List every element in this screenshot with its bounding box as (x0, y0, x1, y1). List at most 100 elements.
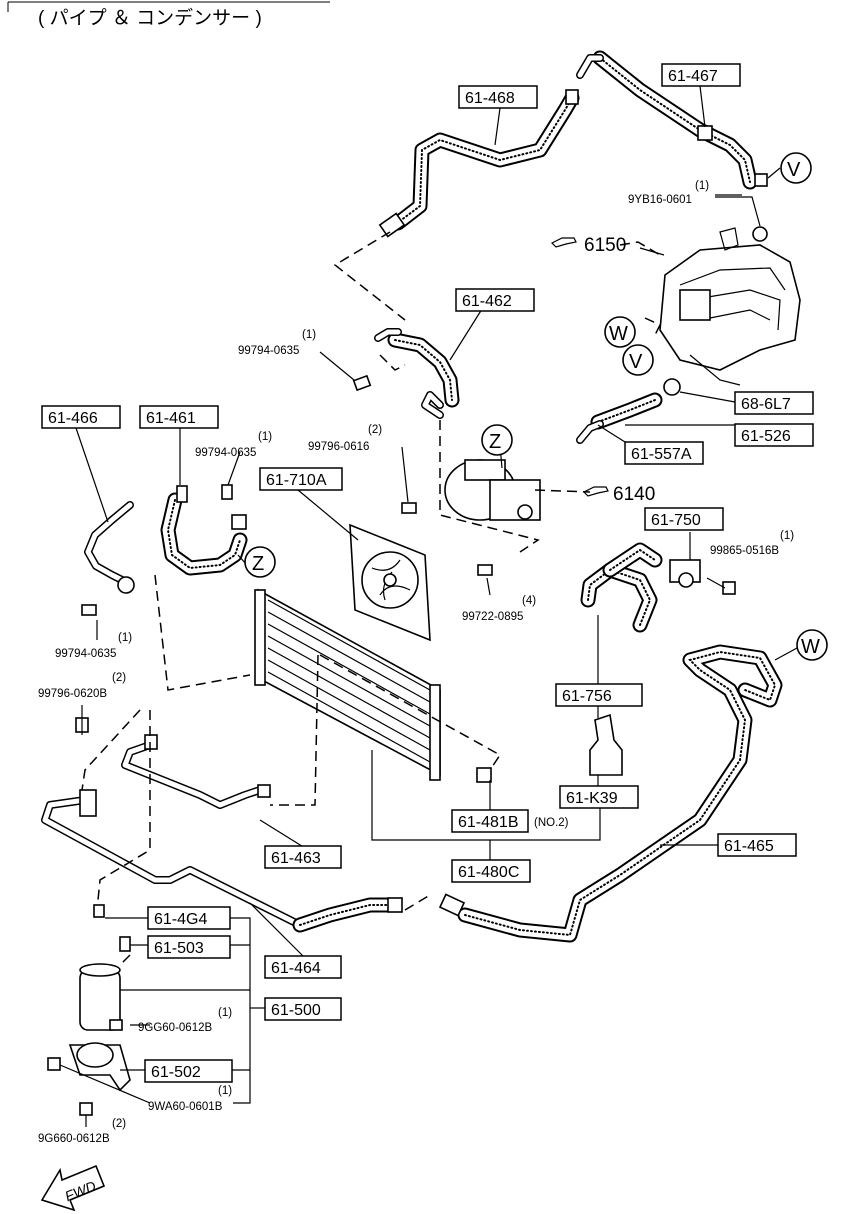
label-61-462: 61-462 (455, 288, 535, 312)
ref-6140: 6140 (582, 484, 655, 505)
label-61-710A-text: 61-710A (266, 472, 327, 489)
label-61-750: 61-750 (644, 507, 724, 531)
label-61-467: 61-467 (661, 63, 741, 87)
bolt-9WA60-0601B: (1) 9WA60-0601B (148, 1085, 232, 1113)
bolt-9WA60-code: 9WA60-0601B (148, 1101, 223, 1113)
bolt-99794-b-qty: (1) (258, 431, 272, 443)
label-61-463: 61-463 (264, 845, 342, 869)
hose-61-557A (576, 392, 663, 444)
fan-61-710A (349, 523, 431, 642)
label-61-461-text: 61-461 (146, 410, 196, 427)
pressure-switch-61-750 (669, 559, 701, 588)
compressor-6140 (444, 459, 541, 521)
bolt-9GG60-code: 9GG60-0612B (138, 1022, 212, 1034)
label-61-461: 61-461 (139, 405, 219, 429)
bolt-99865-0516B: (1) 99865-0516B (710, 530, 794, 557)
hose-61-756 (580, 542, 663, 633)
label-61-466-text: 61-466 (48, 410, 98, 427)
label-61-466: 61-466 (41, 405, 121, 429)
bolt-99794-c-qty: (1) (118, 632, 132, 644)
label-61-468: 61-468 (458, 85, 538, 109)
label-61-756-text: 61-756 (562, 688, 612, 705)
label-61-K39: 61-K39 (559, 785, 639, 809)
bolts (47, 374, 736, 1116)
marker-v-evap-text: V (629, 351, 643, 373)
bolt-9WA60-qty: (1) (218, 1085, 232, 1097)
marker-v-top: V (780, 152, 812, 184)
ref-6140-text: 6140 (613, 484, 655, 505)
marker-v-top-text: V (787, 159, 801, 181)
label-61-557A: 61-557A (624, 441, 704, 465)
bolt-99794-0635-b: (1) 99794-0635 (195, 431, 272, 459)
bolt-9G660-0612B: (2) 9G660-0612B (38, 1118, 126, 1145)
label-61-468-text: 61-468 (465, 90, 515, 107)
bolt-99865-code: 99865-0516B (710, 545, 779, 557)
marker-v-evap: V (622, 344, 654, 376)
label-61-502-text: 61-502 (151, 1064, 201, 1081)
marker-z-cond: Z (244, 546, 276, 578)
bolt-99796-0616-qty: (2) (368, 424, 382, 436)
bolt-9GG60-0612B: (1) 9GG60-0612B (138, 1007, 232, 1034)
pipe-61-464 (41, 789, 403, 933)
cap-61-K39 (589, 713, 623, 776)
bolt-99794-0635-c: (1) 99794-0635 (55, 632, 132, 660)
marker-w-evap-text: W (609, 323, 628, 345)
bolt-9G660-code: 9G660-0612B (38, 1133, 110, 1145)
marker-w-right-text: W (801, 636, 820, 658)
label-61-526-text: 61-526 (741, 428, 791, 445)
label-61-503-text: 61-503 (154, 940, 204, 957)
label-61-710A: 61-710A (259, 467, 343, 491)
ref-6150-text: 6150 (584, 235, 626, 256)
marker-w-evap: W (604, 316, 636, 348)
bolt-9YB16-code: 9YB16-0601 (628, 194, 692, 206)
label-61-502: 61-502 (144, 1059, 233, 1083)
bolt-99794-a-code: 99794-0635 (238, 345, 299, 357)
label-68-6L7: 68-6L7 (734, 391, 814, 415)
bolt-99796-0616: (2) 99796-0616 (308, 424, 382, 453)
marker-w-right: W (796, 629, 828, 661)
leader-lines (59, 85, 798, 1127)
label-no2: (NO.2) (534, 817, 569, 829)
bolt-99722-code: 99722-0895 (462, 611, 523, 623)
evaporator-unit-6150 (659, 226, 801, 396)
dashed-connectors (81, 231, 662, 966)
label-61-481B-text: 61-481B (458, 814, 519, 831)
hose-61-462 (374, 328, 460, 419)
label-61-480C-text: 61-480C (458, 864, 519, 881)
receiver-drier-61-500 (79, 904, 131, 1031)
bolt-99722-0895: (4) 99722-0895 (462, 595, 536, 623)
label-61-481B: 61-481B (451, 809, 529, 833)
label-61-526: 61-526 (734, 423, 814, 447)
bolt-9G660-qty: (2) (112, 1118, 126, 1130)
bolt-99722-qty: (4) (522, 595, 536, 607)
bracket-61-502 (68, 1042, 131, 1092)
hand-pointer-icon (582, 486, 609, 497)
bolt-99796-0620B-code: 99796-0620B (38, 688, 107, 700)
hand-pointer-icon (550, 237, 577, 248)
hose-61-466 (84, 501, 135, 594)
ref-6150: 6150 (550, 235, 626, 256)
bolt-99794-a-qty: (1) (302, 329, 316, 341)
label-61-463-text: 61-463 (271, 850, 321, 867)
label-61-464-text: 61-464 (271, 960, 321, 977)
label-61-465: 61-465 (717, 833, 797, 857)
bolt-9YB16-0601: (1) 9YB16-0601 (628, 180, 709, 206)
bolt-99796-0620B-qty: (2) (112, 672, 126, 684)
label-61-4G4-text: 61-4G4 (154, 911, 207, 928)
hose-61-467 (576, 50, 768, 190)
label-61-4G4: 61-4G4 (147, 906, 231, 930)
bolt-99794-c-code: 99794-0635 (55, 648, 116, 660)
bolt-99796-0616-code: 99796-0616 (308, 441, 369, 453)
marker-z-comp: Z (481, 424, 513, 456)
condenser-61-480C (254, 588, 441, 781)
diagram-title: ( パイプ ＆ コンデンサー ) (38, 7, 262, 29)
label-61-462-text: 61-462 (462, 293, 512, 310)
label-61-557A-text: 61-557A (631, 446, 692, 463)
label-68-6L7-text: 68-6L7 (741, 396, 791, 413)
marker-z-cond-text: Z (252, 553, 264, 575)
pipe-61-463 (121, 734, 271, 809)
label-61-465-text: 61-465 (724, 838, 774, 855)
hose-61-461 (160, 485, 248, 576)
label-61-467-text: 61-467 (668, 68, 718, 85)
fwd-arrow-icon: FWD (40, 1164, 106, 1212)
